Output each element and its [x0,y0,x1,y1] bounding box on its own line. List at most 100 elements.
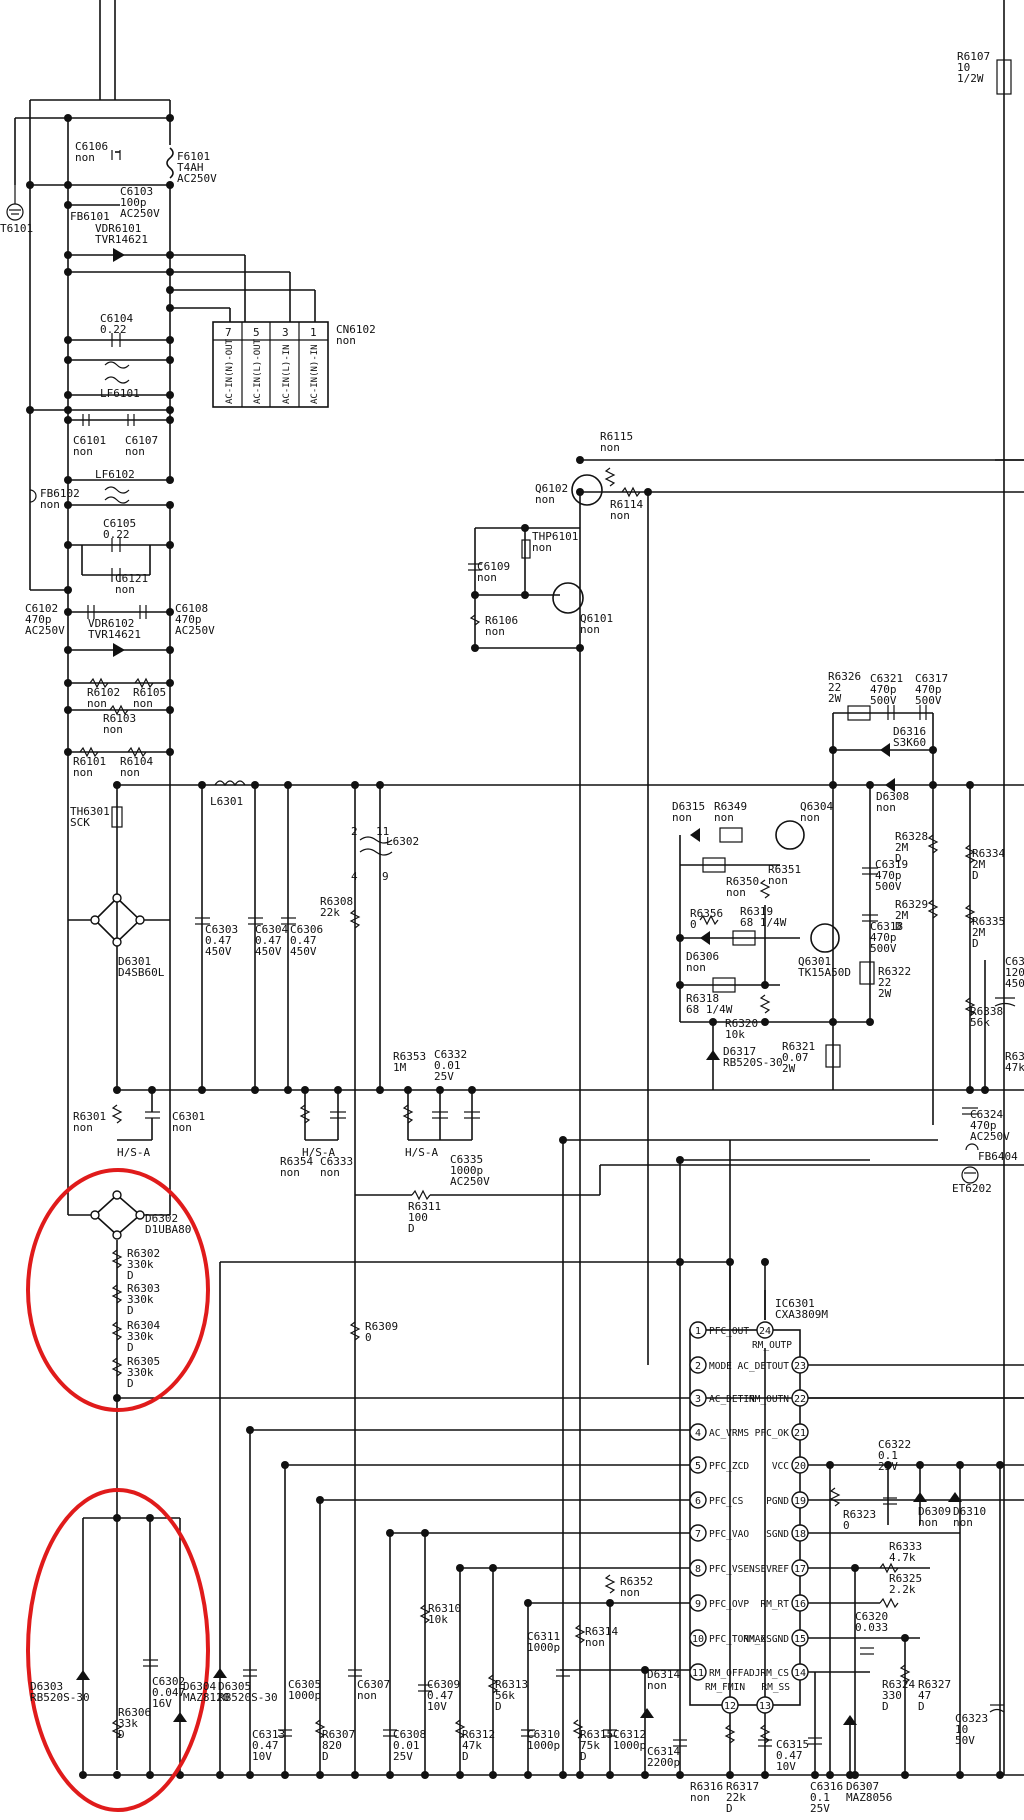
label-r6350-line: non [726,886,746,899]
label-r6107-line: R6107 [957,50,990,63]
label-r6315-line: D [580,1750,587,1763]
label-r6329-line: 2M [895,909,909,922]
label-fb6404: FB6404 [978,1150,1018,1163]
r6306-symbol [111,1719,123,1739]
ic-pin-label: VCC [772,1461,789,1472]
label-c6121-line: C6121 [115,572,148,585]
junction-dot [113,781,121,789]
label-r6302-line: 330k [127,1258,154,1271]
junction-dot [471,591,479,599]
r6325-symbol [879,1597,899,1609]
label-c6302-line: 0.047 [152,1686,185,1699]
d6306-symbol [700,931,710,945]
junction-dot [489,1771,497,1779]
junction-dot [166,476,174,484]
label-c6121-line: non [115,583,135,596]
label-c6305-line: C6305 [288,1678,321,1691]
label-r6324-line: 330 [882,1689,902,1702]
r6320-symbol [759,994,771,1014]
d6314-symbol [640,1708,654,1718]
label-c6319-line: 500V [875,880,902,893]
label-cn6102-line: non [336,334,356,347]
label-c6104-line: C6104 [100,312,133,325]
ic-pin-number: 21 [794,1428,806,1439]
junction-dot [166,646,174,654]
fb6102-symbol [29,489,37,503]
label-d6307-line: MAZ8056 [846,1791,892,1804]
ic-pin-18 [791,1524,809,1542]
label-r6304-line: D [127,1341,134,1354]
junction-dot [524,1771,532,1779]
label-r6334-line: D [972,869,979,882]
label-c6324-line: C6324 [970,1108,1003,1121]
ic-pin-label: RM_OFFADJ [709,1668,760,1679]
junction-dot [829,746,837,754]
label-lf6101: LF6101 [100,387,140,400]
highlight-ellipse-upper [26,1168,210,1412]
label-c6313-line: C6313 [252,1728,285,1741]
junction-dot [929,781,937,789]
junction-dot [166,706,174,714]
label-c6307-line: C6307 [357,1678,390,1691]
q6101-symbol [552,582,584,614]
junction-dot [866,781,874,789]
label-vdr6101-line: TVR14621 [95,233,148,246]
junction-dot [64,586,72,594]
ic-pin-number: 11 [692,1668,704,1679]
junction-dot [456,1771,464,1779]
label-c6335-line: AC250V [450,1175,490,1188]
junction-dot [166,501,174,509]
label-r6324-line: D [882,1700,889,1713]
label-d6302-line: D1UBA80 [145,1223,191,1236]
junction-dot [996,1771,1004,1779]
ic-pin-label: RM_SS [761,1682,790,1693]
ic-pin-number: 20 [794,1461,806,1472]
junction-dot [966,781,974,789]
junction-dot [644,488,652,496]
label-c6307-line: non [357,1689,377,1702]
junction-dot [521,591,529,599]
junction-dot [606,1599,614,1607]
label-c6322-line: 25V [878,1460,898,1473]
label-f6101-line: T4AH [177,161,204,174]
label-r6325-line: 2.2k [889,1583,916,1596]
junction-dot [351,781,359,789]
junction-dot [64,501,72,509]
label-c6102-line: AC250V [25,624,65,637]
junction-dot [421,1529,429,1537]
label-f6101-line: F6101 [177,150,210,163]
cn6102-pin-label: AC-IN(N)-OUT [225,338,235,404]
label-r6309-line: 0 [365,1331,372,1344]
ic-pin-number: 6 [695,1496,701,1507]
label-c6314-line: C6314 [647,1745,680,1758]
ic-pin-number: 4 [695,1428,701,1439]
label-r6103-line: non [103,723,123,736]
vdr6102-symbol [113,643,125,657]
label-c6312-line: 1000p [613,1739,646,1752]
ic-pin-11 [689,1663,707,1681]
ic-pin-13 [756,1696,774,1714]
label-r6334-line: R6334 [972,847,1005,860]
label-c63xx-line: 450 [1005,977,1024,990]
label-c6104-line: 0.22 [100,323,127,336]
r6327-symbol [899,1664,911,1684]
ic-pin-number: 18 [794,1529,806,1540]
label-r6312-line: D [462,1750,469,1763]
junction-dot [916,1461,924,1469]
label-c6316-line: 25V [810,1802,830,1815]
junction-dot [198,1086,206,1094]
